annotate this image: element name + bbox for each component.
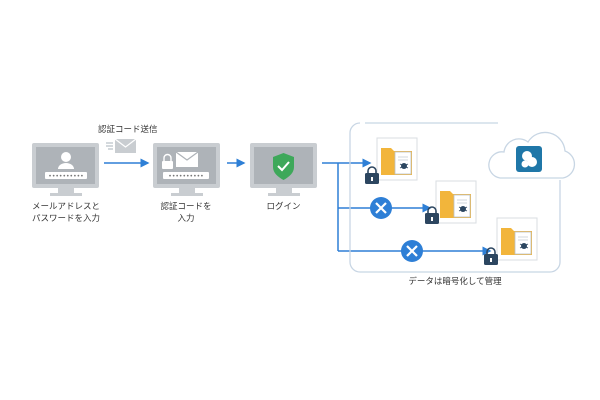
login-monitor: •••••••••• bbox=[32, 143, 99, 196]
step1-label: メールアドレスと パスワードを入力 bbox=[20, 201, 112, 225]
step3-label: ログイン bbox=[266, 202, 301, 212]
loggedin-monitor bbox=[250, 143, 317, 196]
app-logo-icon bbox=[516, 146, 542, 172]
cloud-storage-area bbox=[349, 122, 576, 273]
encrypted-file-1 bbox=[364, 137, 418, 185]
step2-label: 認証コードを 入力 bbox=[146, 201, 226, 225]
encrypted-file-3 bbox=[483, 217, 538, 266]
cloud-caption: データは暗号化して管理 bbox=[408, 277, 502, 287]
code-dots: •••••••••• bbox=[168, 173, 203, 180]
user-icon bbox=[58, 152, 74, 169]
shield-check-icon bbox=[273, 153, 294, 180]
step1-label-line1: メールアドレスと bbox=[31, 202, 100, 212]
envelope-icon bbox=[175, 151, 199, 167]
code-field bbox=[163, 172, 209, 179]
step2-label-line1: 認証コードを bbox=[160, 202, 212, 212]
password-dots: •••••••••• bbox=[48, 173, 83, 180]
step2-label-line2: 入力 bbox=[177, 214, 195, 224]
email-sent-label: 認証コード送信 bbox=[98, 125, 158, 135]
code-monitor: •••••••••• bbox=[153, 143, 220, 196]
envelope-icon bbox=[106, 138, 137, 153]
encrypted-file-2 bbox=[424, 180, 477, 225]
password-field bbox=[45, 172, 87, 179]
access-denied-mark-1 bbox=[370, 197, 392, 219]
lock-icon bbox=[162, 153, 173, 169]
access-denied-mark-2 bbox=[401, 240, 423, 262]
step1-label-line2: パスワードを入力 bbox=[31, 214, 100, 224]
